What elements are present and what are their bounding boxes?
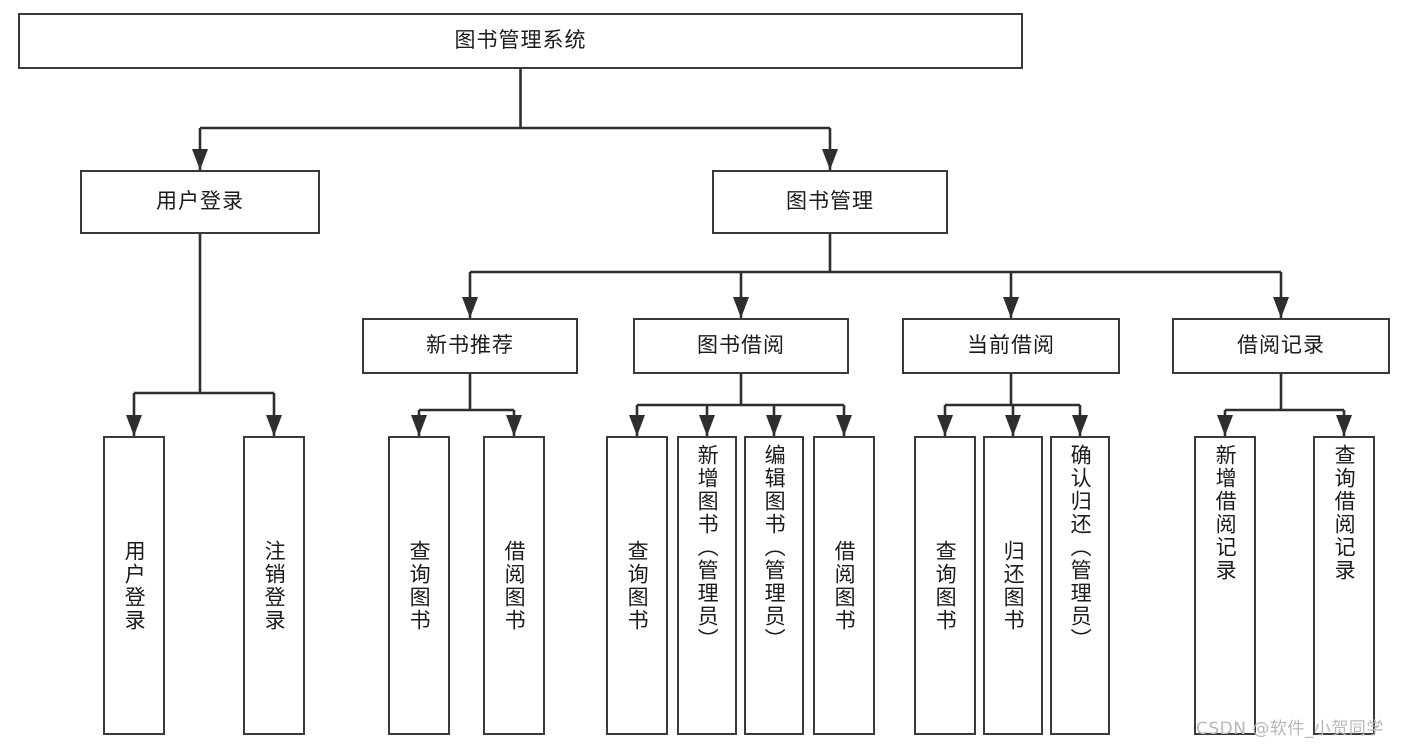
arrow-head-icon: [411, 415, 427, 436]
arrow-head-icon: [699, 415, 715, 436]
node-box[interactable]: 新增借阅记录: [1194, 436, 1256, 735]
arrow-head-icon: [822, 149, 838, 170]
node-label: 新增借阅记录: [1213, 444, 1238, 582]
node-box[interactable]: 图书管理系统: [18, 13, 1023, 69]
node-label: 查询图书: [407, 539, 432, 632]
node-box[interactable]: 归还图书: [983, 436, 1043, 735]
node-box[interactable]: 用户登录: [80, 170, 320, 234]
node-box[interactable]: 当前借阅: [902, 318, 1120, 374]
watermark-text: CSDN @软件_小贺同学: [1196, 719, 1384, 739]
arrow-head-icon: [266, 415, 282, 436]
node-box[interactable]: 查询图书: [914, 436, 976, 735]
node-label: 用户登录: [156, 189, 244, 214]
node-label: 查询图书: [933, 539, 958, 632]
node-label: 编辑图书（管理员）: [762, 444, 787, 651]
node-label: 图书借阅: [697, 333, 785, 358]
node-label: 查询借阅记录: [1332, 444, 1357, 582]
arrow-head-icon: [506, 415, 522, 436]
arrow-head-icon: [1005, 415, 1021, 436]
arrow-head-icon: [733, 297, 749, 318]
node-box[interactable]: 编辑图书（管理员）: [744, 436, 804, 735]
node-box[interactable]: 确认归还（管理员）: [1050, 436, 1110, 735]
node-label: 图书管理: [786, 189, 874, 214]
arrow-head-icon: [937, 415, 953, 436]
arrow-head-icon: [1072, 415, 1088, 436]
node-box[interactable]: 图书管理: [712, 170, 948, 234]
node-box[interactable]: 借阅图书: [483, 436, 545, 735]
node-label: 新增图书（管理员）: [695, 444, 720, 651]
arrow-head-icon: [1217, 415, 1233, 436]
node-label: 确认归还（管理员）: [1068, 444, 1093, 651]
arrow-head-icon: [766, 415, 782, 436]
node-box[interactable]: 借阅图书: [813, 436, 875, 735]
node-box[interactable]: 注销登录: [243, 436, 305, 735]
arrow-head-icon: [126, 415, 142, 436]
node-box[interactable]: 查询图书: [388, 436, 450, 735]
node-label: 新书推荐: [426, 333, 514, 358]
node-label: 借阅记录: [1237, 333, 1325, 358]
node-label: 用户登录: [122, 539, 147, 632]
node-label: 借阅图书: [502, 539, 527, 632]
arrow-head-icon: [192, 149, 208, 170]
node-label: 图书管理系统: [454, 28, 587, 53]
arrow-head-icon: [1273, 297, 1289, 318]
node-box[interactable]: 用户登录: [103, 436, 165, 735]
arrow-head-icon: [462, 297, 478, 318]
arrow-head-icon: [1336, 415, 1352, 436]
node-box[interactable]: 查询借阅记录: [1313, 436, 1375, 735]
node-box[interactable]: 新增图书（管理员）: [677, 436, 737, 735]
arrow-head-icon: [629, 415, 645, 436]
node-box[interactable]: 查询图书: [606, 436, 668, 735]
node-label: 归还图书: [1001, 539, 1026, 632]
node-box[interactable]: 借阅记录: [1172, 318, 1390, 374]
node-box[interactable]: 图书借阅: [633, 318, 849, 374]
node-label: 借阅图书: [832, 539, 857, 632]
node-label: 查询图书: [625, 539, 650, 632]
arrow-head-icon: [1003, 297, 1019, 318]
node-box[interactable]: 新书推荐: [362, 318, 578, 374]
node-label: 当前借阅: [967, 333, 1055, 358]
node-label: 注销登录: [262, 539, 287, 632]
arrow-head-icon: [836, 415, 852, 436]
